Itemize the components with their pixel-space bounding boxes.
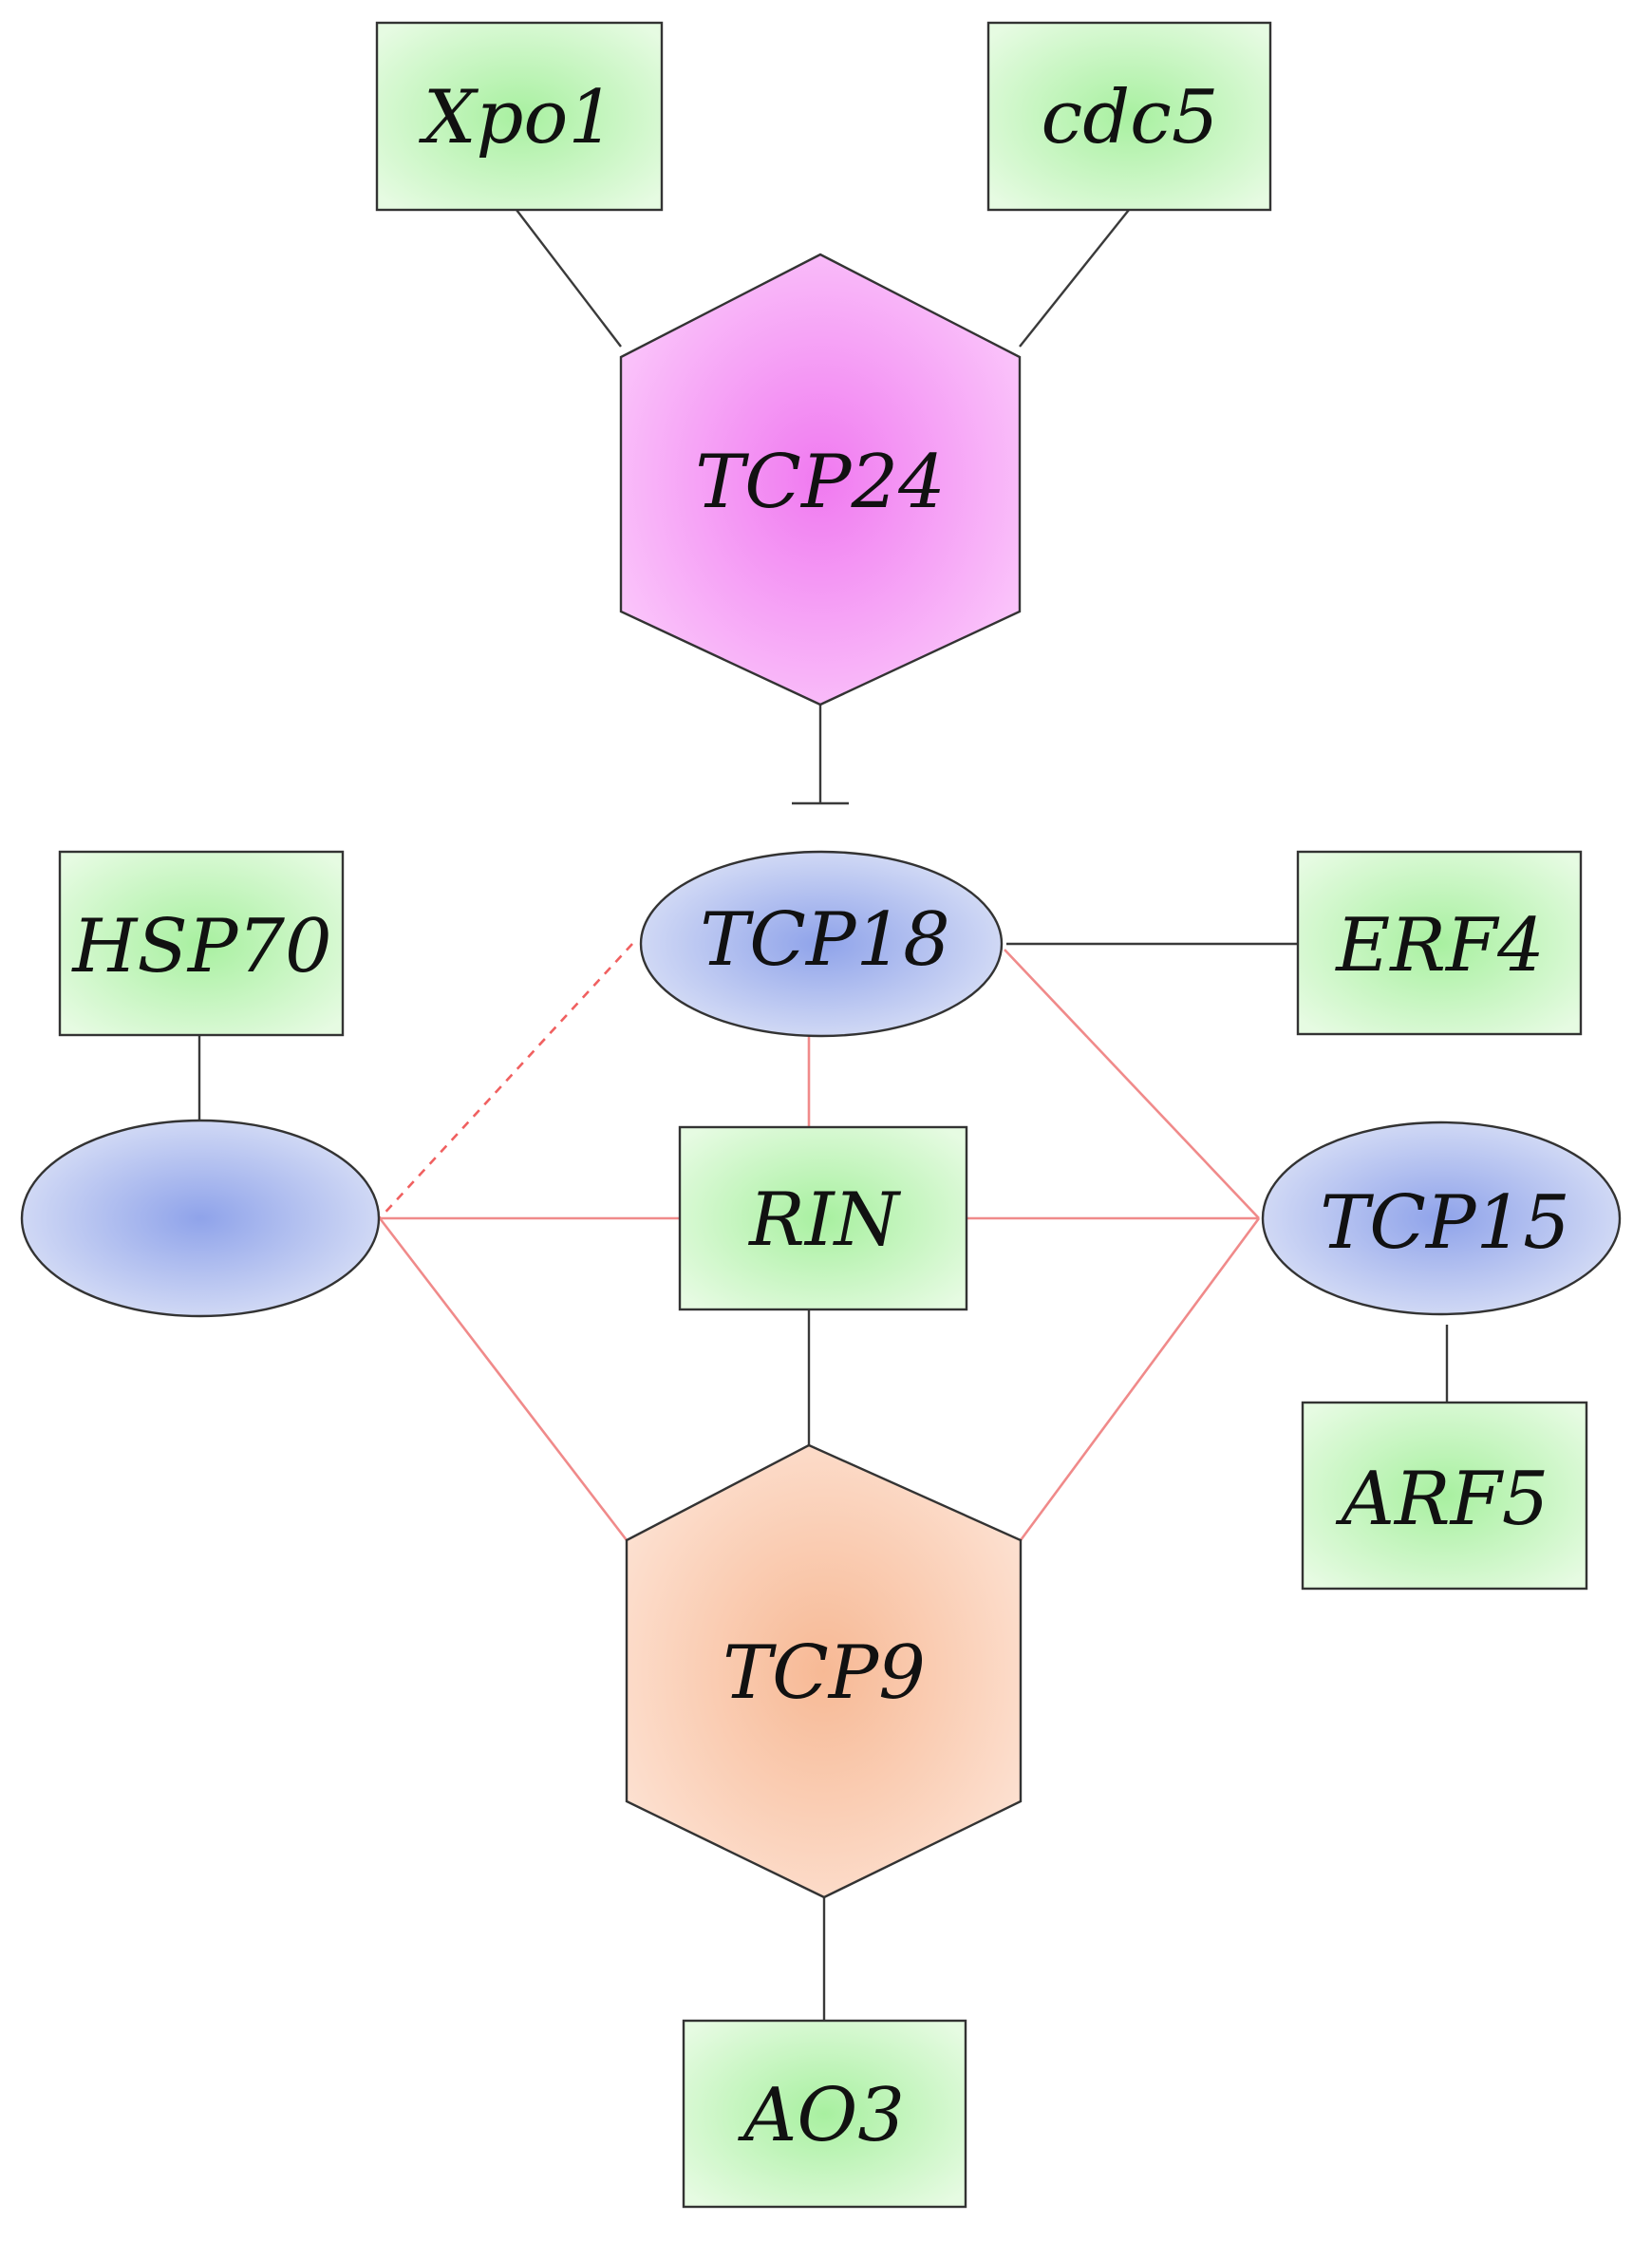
- node-tcp9-label: TCP9: [723, 1630, 926, 1716]
- node-hsp70: HSP70: [58, 850, 345, 1037]
- node-xpo1-label: Xpo1: [418, 75, 615, 160]
- edge-xpo1-tcp24: [516, 209, 622, 348]
- edge-tcp15-tcp9: [1019, 1217, 1261, 1541]
- node-tcp15: TCP15: [1261, 1120, 1622, 1316]
- edges-layer: [197, 209, 1449, 2021]
- edge-ellipse-tcp9: [378, 1217, 629, 1541]
- edge-tcp18-ellipse-dashed: [379, 943, 633, 1219]
- node-xpo1: Xpo1: [375, 21, 664, 212]
- node-tcp18: TCP18: [639, 850, 1004, 1038]
- node-cdc5-label: cdc5: [1042, 75, 1219, 160]
- edge-tcp18-tcp15: [1004, 949, 1260, 1219]
- node-tcp9: TCP9: [625, 1443, 1023, 1899]
- node-ao3: AO3: [682, 2019, 967, 2209]
- node-rin-label: RIN: [747, 1177, 902, 1263]
- node-erf4-label: ERF4: [1334, 903, 1544, 989]
- node-arf5-label: ARF5: [1336, 1457, 1549, 1542]
- node-tcp15-label: TCP15: [1320, 1180, 1569, 1266]
- node-rin: RIN: [678, 1125, 968, 1311]
- node-tcp24: TCP24: [619, 253, 1022, 706]
- node-ao3-label: AO3: [738, 2073, 905, 2158]
- node-unlabeled-ellipse: [20, 1119, 381, 1318]
- node-arf5: ARF5: [1301, 1401, 1588, 1591]
- edge-cdc5-tcp24: [1019, 209, 1130, 348]
- node-hsp70-label: HSP70: [70, 904, 331, 989]
- node-tcp18-label: TCP18: [700, 897, 949, 983]
- node-erf4: ERF4: [1296, 850, 1583, 1036]
- node-cdc5: cdc5: [986, 21, 1272, 212]
- node-tcp24-label: TCP24: [695, 440, 945, 525]
